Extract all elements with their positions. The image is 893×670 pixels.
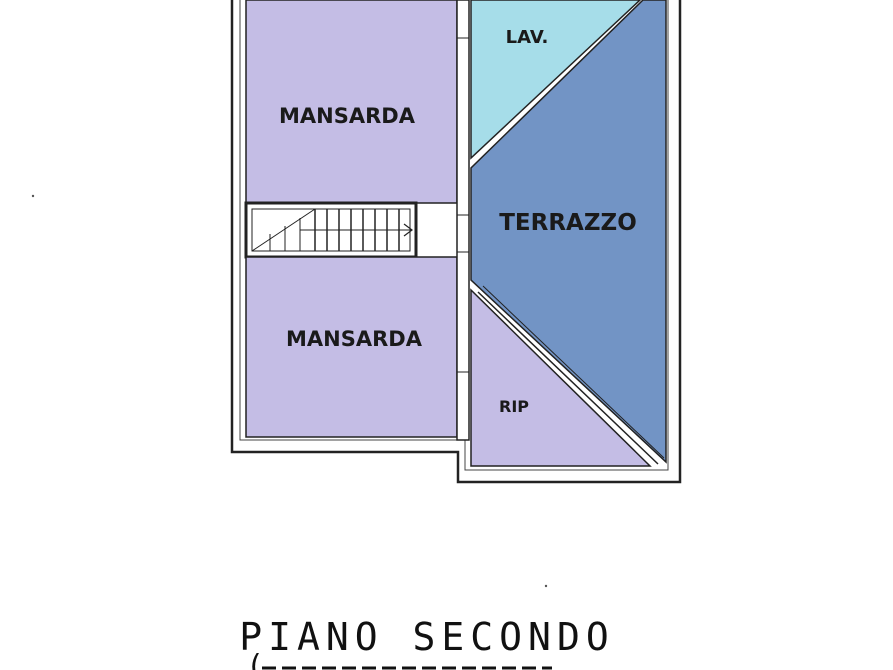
dot-mark [31,194,35,198]
outer-wall [230,0,682,484]
floor-caption: PIANO SECONDO [239,615,614,659]
room-lav [470,0,642,160]
label-terrazzo: TERRAZZO [499,210,637,236]
label-mansarda-top: MANSARDA [279,104,416,128]
staircase [244,201,418,259]
partition-wall [456,0,470,441]
room-mansarda-bottom [245,256,458,438]
label-rip: RIP [499,397,529,416]
room-rip [470,288,652,467]
dot-mark [544,584,548,588]
room-mansarda-top [245,0,458,204]
outer-wall-inner [239,0,669,471]
room-terrazzo [470,0,667,464]
caption-underline-fragment: ( [246,649,264,670]
label-mansarda-bottom: MANSARDA [286,327,423,351]
label-lav: LAV. [506,27,549,48]
